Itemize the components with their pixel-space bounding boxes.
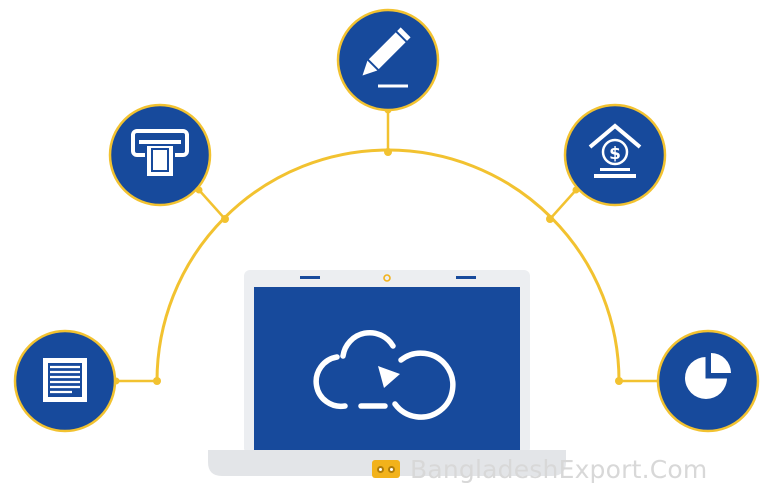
node-pie: [656, 329, 760, 433]
webcam-icon: [383, 274, 391, 282]
pen-sign-icon: [362, 27, 411, 88]
cloud-sync-icon: [313, 329, 456, 420]
node-document: [13, 329, 117, 433]
laptop-slot-right: [456, 276, 476, 279]
pie-chart-icon: [685, 353, 731, 399]
laptop-screen: [254, 287, 520, 450]
node-bank: $: [563, 103, 667, 207]
watermark-logo-icon: [372, 460, 400, 478]
svg-text:$: $: [609, 144, 621, 164]
watermark-text: BangladeshExport.Com: [410, 454, 708, 484]
watermark: BangladeshExport.Com: [372, 452, 707, 486]
laptop: [208, 270, 566, 476]
atm-card-icon: [131, 129, 189, 178]
connectors: [116, 110, 660, 383]
bank-dollar-icon: $: [588, 123, 642, 178]
node-pen: [336, 8, 440, 112]
document-icon: [43, 358, 87, 402]
node-atm: [108, 103, 212, 207]
laptop-slot-left: [300, 276, 320, 279]
